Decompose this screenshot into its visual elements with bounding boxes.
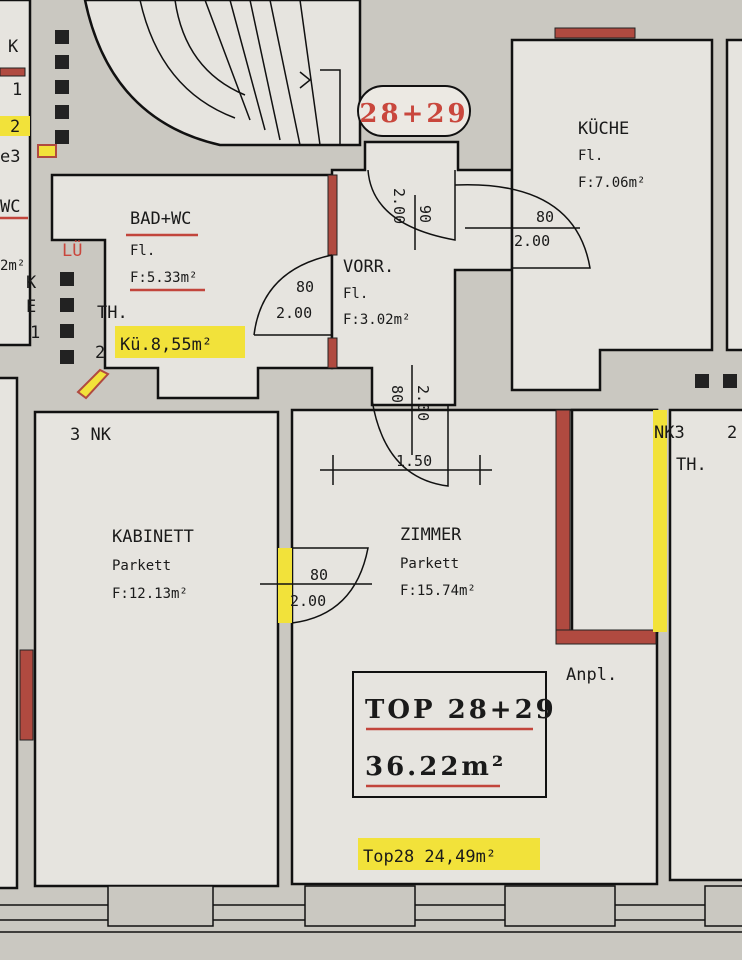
room-area-vorraum: F:3.02m² <box>343 312 410 328</box>
room-floor-kueche: Fl. <box>578 148 603 164</box>
room-area-bad: F:5.33m² <box>130 270 197 286</box>
room-name-bad: BAD+WC <box>130 209 191 229</box>
annotation-2-left: 2 <box>95 343 105 363</box>
summary-area: 36.22m² <box>365 752 506 782</box>
room-kueche <box>510 38 714 392</box>
annotation-3nk: 3 NK <box>70 425 112 445</box>
door-width-zimmer: 80 <box>388 385 406 403</box>
summary-title: TOP 28+29 <box>365 695 557 725</box>
yellow-mark <box>37 144 57 158</box>
room-right-small <box>570 408 659 634</box>
door-height-kueche: 2.00 <box>514 232 550 250</box>
room-kabinett <box>33 410 280 888</box>
door-height-zimmer: 2.00 <box>414 385 432 421</box>
unit-summary-box: TOP 28+29 36.22m² <box>352 671 557 798</box>
room-floor-bad: Fl. <box>130 243 155 259</box>
room-area-kabinett: F:12.13m² <box>112 586 188 602</box>
yellow-door-mark <box>278 548 292 623</box>
door-width-kabinett: 80 <box>310 566 328 584</box>
annotation-e3: e3 <box>0 147 20 167</box>
door-swings <box>253 169 591 624</box>
highlight-top28-area: Top28 24,49m² <box>363 847 496 867</box>
annotation-m2-left: 2m² <box>0 258 25 274</box>
room-right-top-neighbour <box>725 38 742 352</box>
door-width-entry: 90 <box>416 205 434 223</box>
annotation-wc-left: WC <box>0 197 20 217</box>
room-name-kabinett: KABINETT <box>112 527 194 547</box>
door-height-bad: 2.00 <box>276 304 312 322</box>
stairwell <box>83 0 362 147</box>
door-height-kabinett: 2.00 <box>290 592 326 610</box>
partition-wall <box>327 174 338 256</box>
yellow-wall-mark <box>653 410 667 632</box>
annotation-e: E <box>26 297 36 317</box>
door-width-bad: 80 <box>296 278 314 296</box>
room-right-neighbour <box>668 408 742 882</box>
chimney-flues <box>55 30 737 388</box>
annotation-th-left: TH. <box>97 303 128 323</box>
room-name-zimmer: ZIMMER <box>400 525 462 545</box>
door-height-entry: 2.00 <box>390 188 408 224</box>
room-name-kueche: KÜCHE <box>578 117 629 139</box>
partition-wall <box>0 67 26 77</box>
annotation-num-2: 2 <box>10 117 20 137</box>
room-floor-vorraum: Fl. <box>343 286 368 302</box>
annotation-lu: LÜ <box>62 239 82 261</box>
partition-wall <box>554 27 636 39</box>
dimension-1-50: 1.50 <box>396 452 432 470</box>
windows <box>0 885 742 933</box>
annotation-1: 1 <box>30 323 40 343</box>
room-floor-kabinett: Parkett <box>112 558 171 574</box>
unit-badge-label: 28+29 <box>359 99 468 129</box>
annotation-nk3: NK3 <box>654 423 685 443</box>
annotation-2-right: 2 <box>727 423 737 443</box>
annotation-k: K <box>26 273 37 293</box>
unit-badge: 28+29 <box>357 85 471 137</box>
annotation-anpl: Anpl. <box>566 665 617 685</box>
neighbour-room-left-top <box>0 0 32 347</box>
highlight-kueche-area: Kü.8,55m² <box>120 335 212 355</box>
neighbour-room-left-bottom <box>0 376 19 890</box>
partition-wall <box>19 649 34 741</box>
room-area-kueche: F:7.06m² <box>578 175 645 191</box>
room-area-zimmer: F:15.74m² <box>400 583 476 599</box>
room-name-vorraum: VORR. <box>343 257 394 277</box>
partition-wall <box>555 629 657 645</box>
annotation-k-top: K <box>8 37 19 57</box>
partition-wall <box>555 409 571 641</box>
door-width-kueche: 80 <box>536 208 554 226</box>
yellow-mark <box>76 368 110 400</box>
annotation-num-1: 1 <box>12 80 22 100</box>
partition-wall <box>327 337 338 369</box>
room-floor-zimmer: Parkett <box>400 556 459 572</box>
annotation-th-right: TH. <box>676 455 707 475</box>
